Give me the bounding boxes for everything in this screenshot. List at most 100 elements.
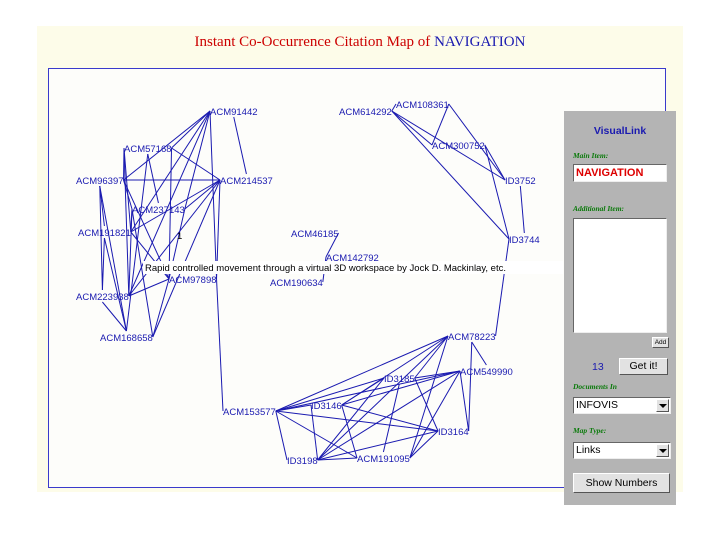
result-count: 13 bbox=[592, 361, 604, 373]
citation-edge bbox=[123, 179, 133, 210]
citation-edge bbox=[275, 370, 461, 412]
citation-edge bbox=[152, 179, 221, 338]
documents-value: INFOVIS bbox=[576, 399, 619, 411]
citation-edge bbox=[341, 377, 385, 406]
title-prefix: Instant Co-Occurrence Citation Map of bbox=[194, 34, 435, 50]
citation-edge bbox=[101, 237, 105, 291]
citation-edge bbox=[391, 103, 397, 112]
citation-edge bbox=[409, 370, 461, 459]
citation-edge bbox=[184, 179, 221, 210]
citation-edge bbox=[99, 185, 127, 332]
citation-edge bbox=[130, 110, 211, 233]
citation-edge bbox=[317, 430, 439, 461]
citation-edge bbox=[310, 404, 319, 461]
citation-edge bbox=[341, 404, 358, 459]
citation-edge bbox=[409, 335, 449, 459]
citation-edge bbox=[275, 404, 312, 412]
node-acm153577[interactable]: ACM153577 bbox=[223, 407, 276, 418]
node-id3185[interactable]: ID3185 bbox=[384, 374, 415, 385]
node-id3198[interactable]: ID3198 bbox=[287, 456, 318, 467]
map-type-label: Map Type: bbox=[573, 426, 607, 435]
citation-edge bbox=[468, 341, 473, 432]
tooltip-number: 1 bbox=[177, 231, 182, 242]
citation-edge bbox=[519, 185, 525, 234]
additional-item-field[interactable] bbox=[573, 218, 667, 333]
map-type-value: Links bbox=[576, 444, 601, 456]
node-id3744[interactable]: ID3744 bbox=[509, 235, 540, 246]
get-it-button[interactable]: Get it! bbox=[619, 358, 668, 375]
citation-edge bbox=[275, 335, 449, 412]
citation-edge bbox=[414, 377, 439, 432]
tooltip-text: Rapid controlled movement through a virt… bbox=[145, 263, 506, 274]
node-acm96397[interactable]: ACM96397 bbox=[76, 176, 124, 187]
citation-edge bbox=[484, 144, 506, 181]
documents-select[interactable]: INFOVIS bbox=[573, 397, 671, 414]
title-keyword: NAVIGATION bbox=[434, 34, 526, 50]
citation-edge bbox=[168, 147, 173, 280]
citation-edge bbox=[130, 179, 221, 233]
node-acm142792[interactable]: ACM142792 bbox=[326, 253, 379, 264]
node-acm614292[interactable]: ACM614292 bbox=[339, 107, 392, 118]
node-acm191095[interactable]: ACM191095 bbox=[357, 454, 410, 465]
show-numbers-button[interactable]: Show Numbers bbox=[573, 473, 670, 493]
map-type-select[interactable]: Links bbox=[573, 442, 671, 459]
dropdown-arrow-icon[interactable] bbox=[656, 399, 669, 412]
add-button[interactable]: Add bbox=[652, 337, 669, 348]
additional-item-label: Additional Item: bbox=[573, 204, 625, 213]
main-item-label: Main Item: bbox=[573, 151, 609, 160]
visuallink-panel: VisualLink Main Item: NAVIGATION Additio… bbox=[564, 111, 676, 505]
citation-edge bbox=[471, 341, 487, 366]
node-acm78223[interactable]: ACM78223 bbox=[448, 332, 496, 343]
citation-edge bbox=[317, 377, 385, 461]
citation-edge bbox=[123, 147, 130, 297]
dropdown-arrow-icon[interactable] bbox=[656, 444, 669, 457]
citation-edge bbox=[341, 404, 439, 432]
citation-edge bbox=[128, 110, 211, 297]
citation-edge bbox=[233, 116, 247, 175]
citation-edge bbox=[147, 153, 159, 204]
citation-edge bbox=[409, 430, 439, 459]
node-id3146[interactable]: ID3146 bbox=[311, 401, 342, 412]
citation-edge bbox=[171, 110, 211, 149]
citation-edge bbox=[431, 103, 450, 146]
node-acm168658[interactable]: ACM168658 bbox=[100, 333, 153, 344]
visuallink-applet: Instant Co-Occurrence Citation Map of NA… bbox=[37, 26, 683, 505]
citation-edge bbox=[103, 237, 127, 332]
citation-edge bbox=[448, 103, 506, 181]
page-title: Instant Co-Occurrence Citation Map of NA… bbox=[37, 34, 683, 51]
citation-edge bbox=[184, 110, 211, 210]
citation-edge bbox=[99, 185, 103, 291]
citation-edge bbox=[171, 147, 221, 181]
citation-edge bbox=[317, 457, 358, 461]
citation-edge bbox=[128, 208, 133, 297]
node-id3164[interactable]: ID3164 bbox=[438, 427, 469, 438]
citation-edge bbox=[152, 278, 170, 338]
citation-edge bbox=[131, 208, 154, 338]
citation-edge bbox=[128, 278, 170, 297]
panel-title: VisualLink bbox=[593, 125, 647, 137]
citation-edge bbox=[275, 410, 439, 432]
citation-edge bbox=[459, 370, 470, 432]
citation-edge bbox=[275, 410, 288, 461]
node-acm91442[interactable]: ACM91442 bbox=[210, 107, 258, 118]
node-acm237143[interactable]: ACM237143 bbox=[132, 205, 185, 216]
citation-edge bbox=[317, 370, 461, 461]
node-acm57168[interactable]: ACM57168 bbox=[124, 144, 172, 155]
node-acm223938[interactable]: ACM223938 bbox=[76, 292, 129, 303]
node-acm300752[interactable]: ACM300752 bbox=[432, 141, 485, 152]
node-id3752[interactable]: ID3752 bbox=[505, 176, 536, 187]
node-acm97898[interactable]: ACM97898 bbox=[169, 275, 217, 286]
main-item-field[interactable]: NAVIGATION bbox=[573, 164, 667, 182]
node-acm46185[interactable]: ACM46185 bbox=[291, 229, 339, 240]
citation-edge bbox=[102, 301, 127, 332]
citation-edge bbox=[317, 335, 449, 461]
node-acm190634[interactable]: ACM190634 bbox=[270, 278, 323, 289]
node-acm108361[interactable]: ACM108361 bbox=[396, 100, 449, 111]
node-acm214537[interactable]: ACM214537 bbox=[220, 176, 273, 187]
citation-edge bbox=[484, 144, 510, 240]
node-acm549990[interactable]: ACM549990 bbox=[460, 367, 513, 378]
node-acm191821[interactable]: ACM191821 bbox=[78, 228, 131, 239]
